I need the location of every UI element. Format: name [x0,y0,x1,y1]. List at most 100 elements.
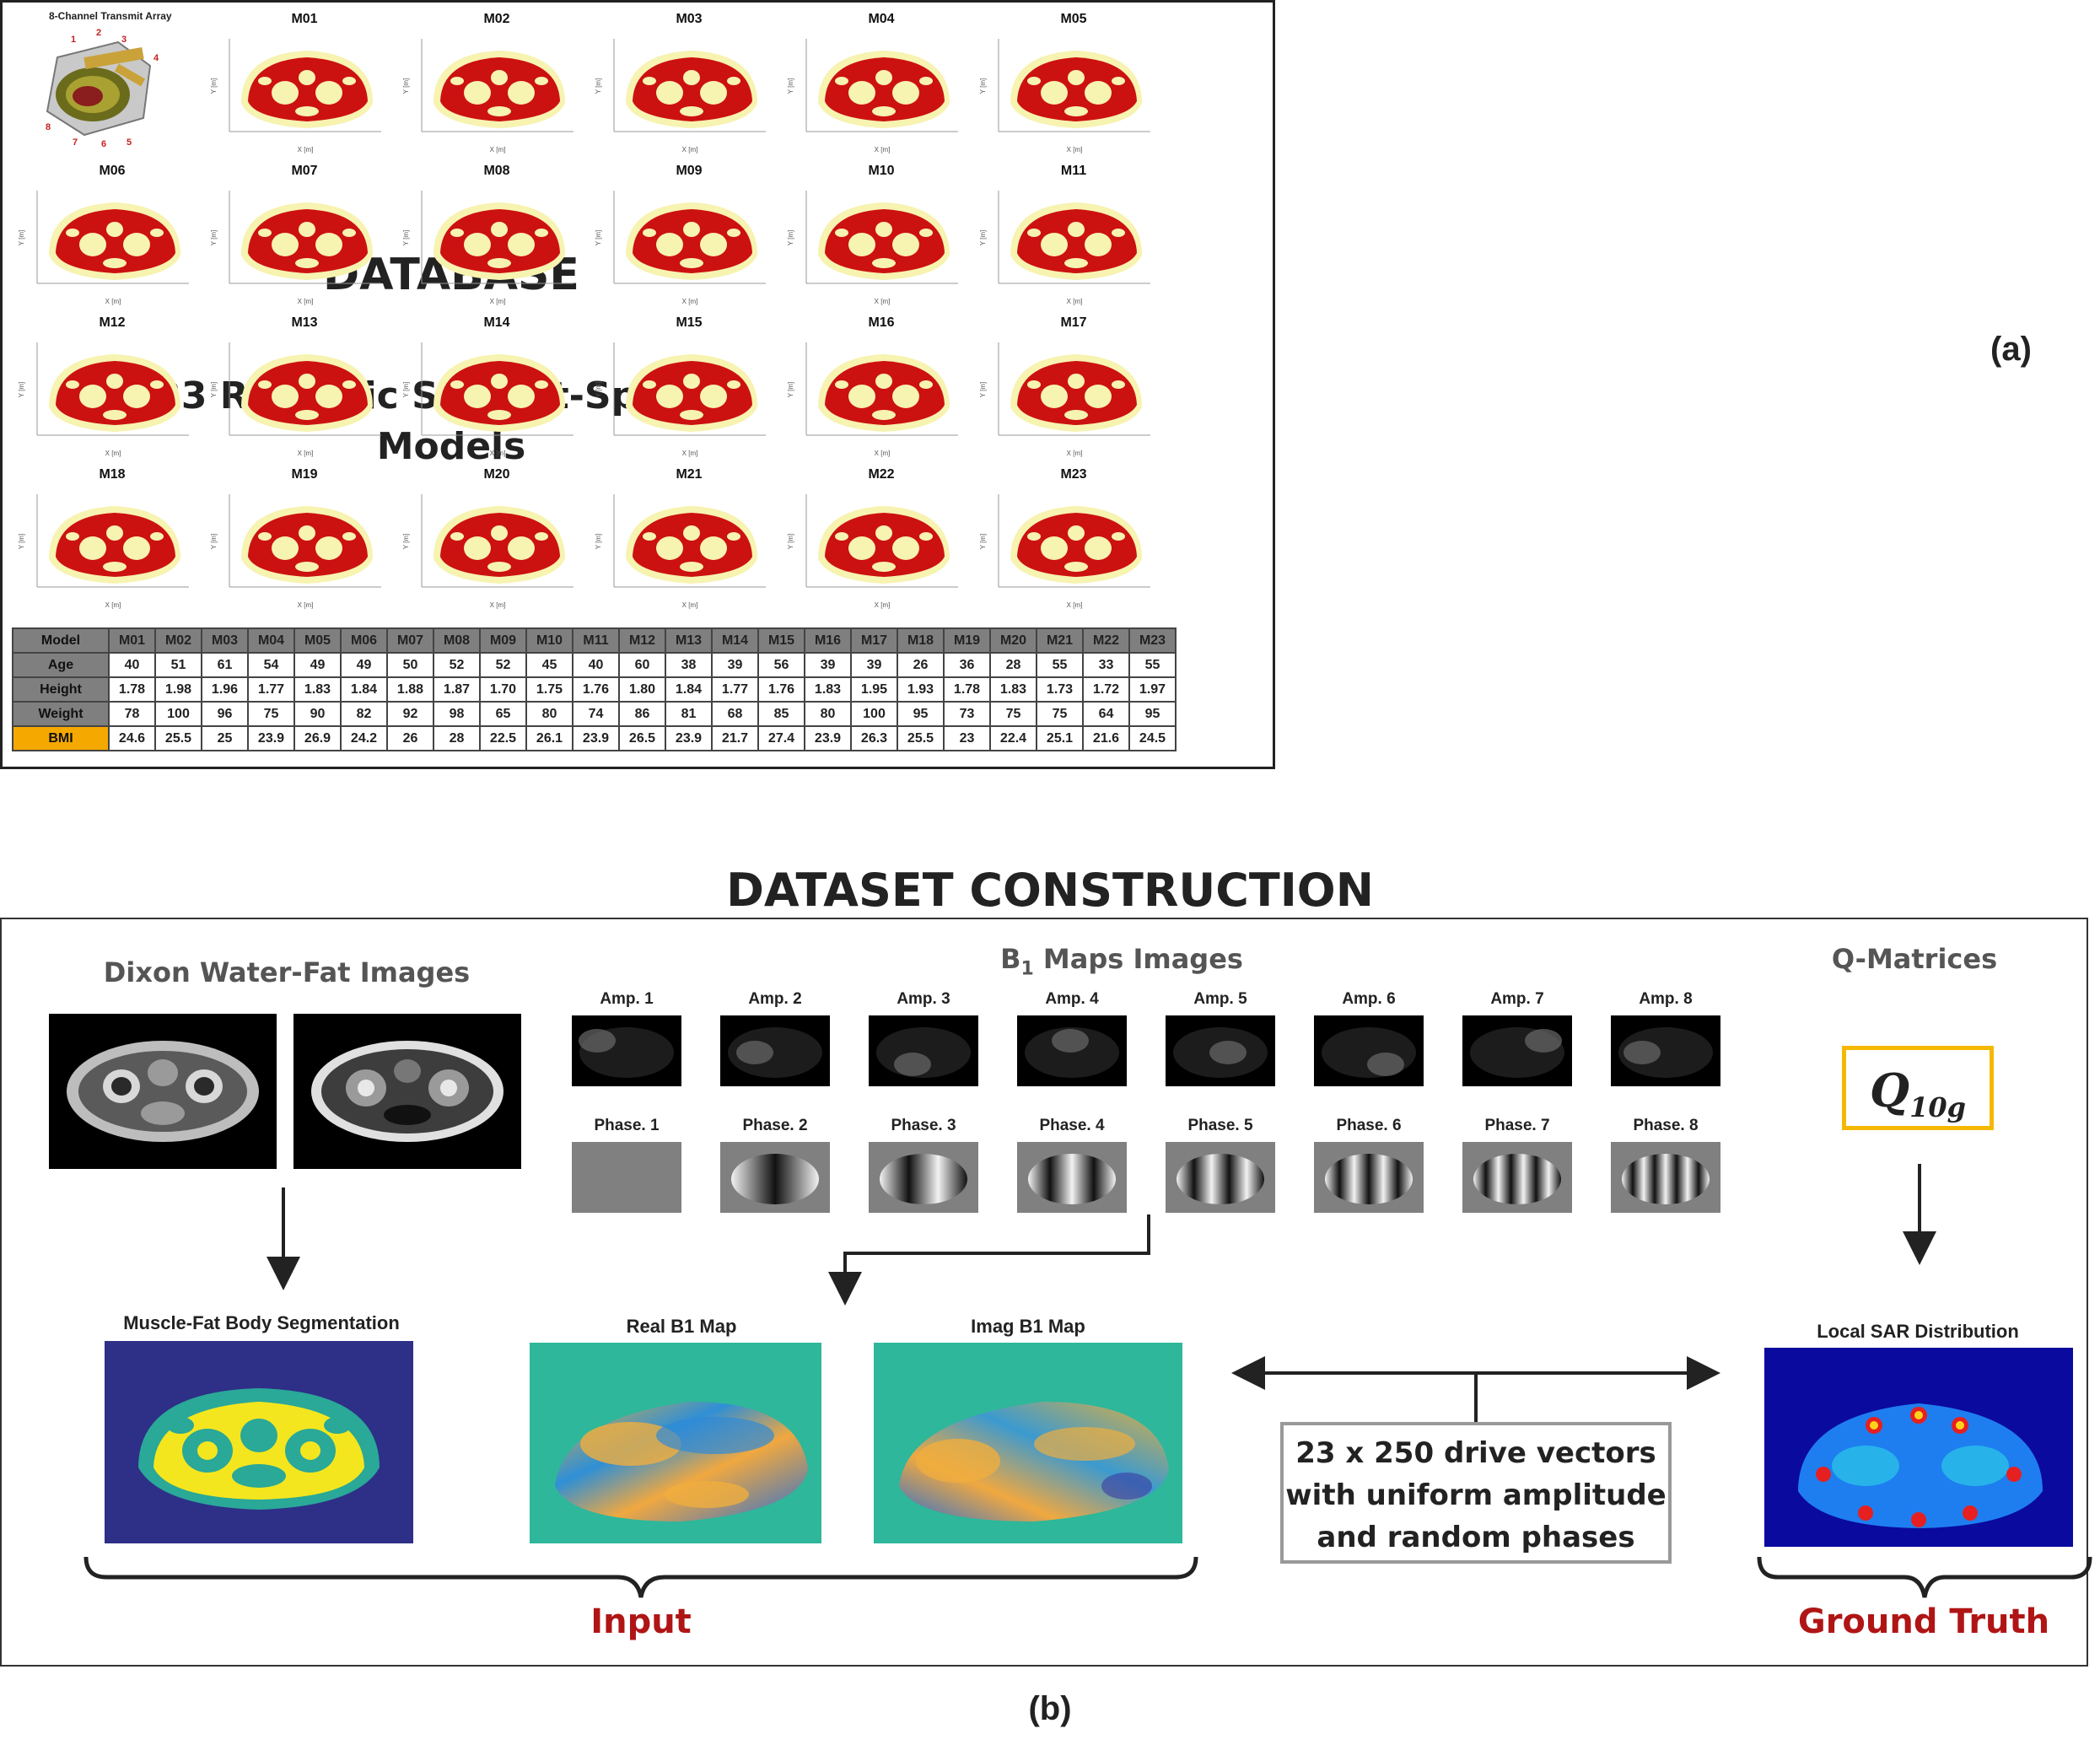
b1-title-post: Maps Images [1033,943,1243,975]
construction-panel [0,918,2088,1667]
table-cell: 61 [201,652,249,678]
drive-vectors-box: 23 x 250 drive vectors with uniform ampl… [1280,1422,1672,1564]
table-cell: 1.78 [108,676,156,703]
table-cell: 1.96 [201,676,249,703]
model-cross-section-plot: X [m] Y [m] [210,494,381,609]
model-cross-section-plot: X [m]Y [m] [787,191,958,305]
model-cross-section-plot: X [m]Y [m] [979,191,1150,305]
amplitude-map [1017,1015,1127,1086]
x-axis-label: X [m] [490,450,506,457]
y-axis-label: Y [m] [18,534,25,550]
model-title: M21 [676,467,703,482]
segmentation-image [105,1341,413,1543]
table-cell: 25.1 [1036,725,1084,751]
x-axis-label: X [m] [875,601,891,609]
table-column-header: M04 [247,627,295,654]
table-cell: 36 [943,652,991,678]
x-axis-label: X [m] [490,146,506,153]
real-b1-map [530,1343,821,1543]
table-cell: 95 [897,701,945,727]
model-title: M18 [99,467,126,482]
table-cell: 1.84 [665,676,713,703]
table-cell: 23.9 [665,725,713,751]
table-cell: 22.4 [989,725,1037,751]
table-corner-header: Model [12,627,110,654]
model-cross-section-plot: X [m]Y [m] [402,191,573,305]
table-column-header: M13 [665,627,713,654]
table-cell: 28 [433,725,481,751]
table-cell: 86 [618,701,666,727]
table-column-header: M21 [1036,627,1084,654]
channel-number: 1 [71,35,76,45]
model-title: M22 [868,467,895,482]
y-axis-label: Y [m] [979,78,987,94]
table-column-header: M19 [943,627,991,654]
model-title: M23 [1060,467,1087,482]
table-column-header: M09 [479,627,527,654]
dixon-title: Dixon Water-Fat Images [103,956,471,988]
y-axis-label: Y [m] [210,230,218,246]
b1-title-pre: B [1000,943,1021,975]
b1-maps-title: B1 Maps Images [894,943,1349,979]
phase-label: Phase. 7 [1484,1117,1550,1134]
amplitude-map [1166,1015,1275,1086]
model-cross-section-plot: X [m]Y [m] [787,342,958,457]
phase-label: Phase. 2 [742,1117,808,1134]
table-cell: 100 [850,701,898,727]
panel-a-label: (a) [1990,331,2032,368]
model-cross-section-plot: X [m]Y [m] [787,39,958,153]
model-title: M02 [483,12,510,26]
table-cell: 40 [572,652,620,678]
table-cell: 39 [804,652,852,678]
model-cross-section-plot: X [m]Y [m] [595,39,766,153]
model-title: M04 [868,12,895,26]
model-cross-section-plot: X [m]Y [m] [595,494,766,609]
table-cell: 65 [479,701,527,727]
phase-map [1166,1142,1275,1213]
table-cell: 1.84 [340,676,388,703]
y-axis-label: Y [m] [787,78,794,94]
phase-label: Phase. 3 [891,1117,956,1134]
y-axis-label: Y [m] [595,78,602,94]
phase-map [720,1142,830,1213]
table-column-header: M08 [433,627,481,654]
table-column-header: M01 [108,627,156,654]
table-row-header: Age [12,652,110,678]
x-axis-label: X [m] [298,601,314,609]
table-cell: 75 [1036,701,1084,727]
table-cell: 98 [433,701,481,727]
table-cell: 23.9 [804,725,852,751]
table-cell: 45 [525,652,573,678]
table-cell: 26 [897,652,945,678]
table-column-header: M14 [711,627,759,654]
table-cell: 1.73 [1036,676,1084,703]
table-cell: 56 [757,652,805,678]
table-cell: 51 [154,652,202,678]
phase-label: Phase. 1 [594,1117,660,1134]
channel-number: 6 [101,139,106,149]
y-axis-label: Y [m] [210,534,218,550]
table-cell: 90 [293,701,342,727]
model-title: M20 [483,467,510,482]
table-column-header: M07 [386,627,434,654]
phase-map [1462,1142,1572,1213]
table-column-header: M03 [201,627,249,654]
channel-number: 3 [121,35,127,45]
input-label: Input [590,1602,692,1641]
table-column-header: M06 [340,627,388,654]
table-cell: 40 [108,652,156,678]
table-cell: 81 [665,701,713,727]
phase-label: Phase. 4 [1039,1117,1105,1134]
x-axis-label: X [m] [298,146,314,153]
q-subscript: 10g [1909,1091,1966,1123]
table-cell: 23.9 [247,725,295,751]
table-cell: 73 [943,701,991,727]
amp-label: Amp. 3 [897,990,950,1008]
y-axis-label: Y [m] [402,382,410,398]
table-cell: 1.70 [479,676,527,703]
table-cell: 78 [108,701,156,727]
table-cell: 75 [989,701,1037,727]
amp-label: Amp. 8 [1639,990,1693,1008]
model-title: M09 [676,164,703,178]
